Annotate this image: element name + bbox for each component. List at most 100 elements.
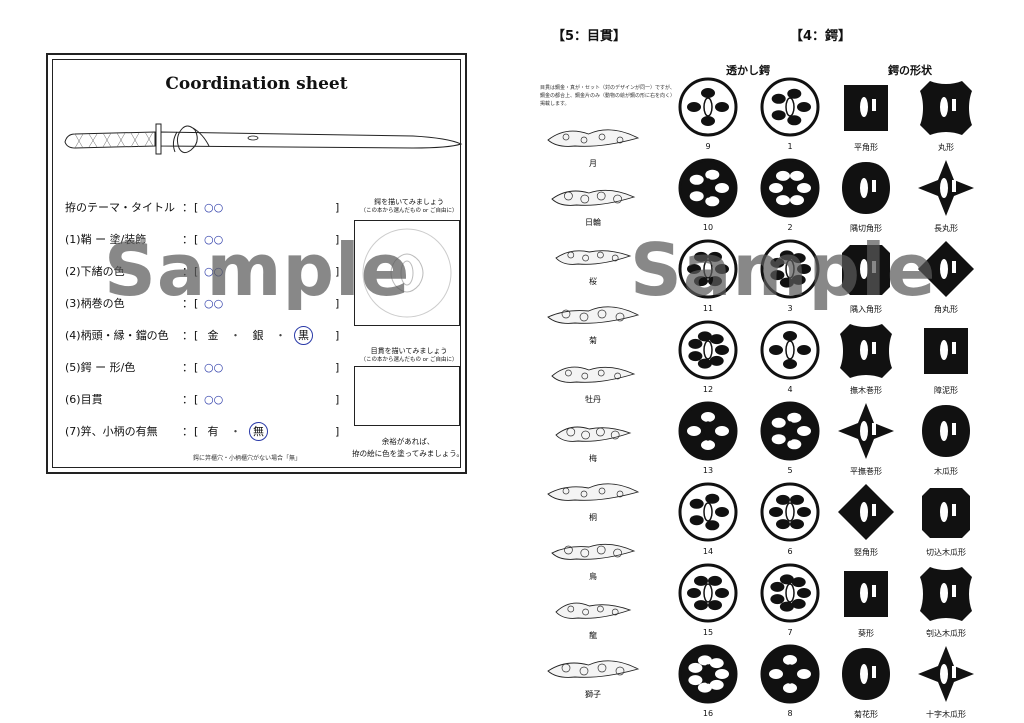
option-silver[interactable]: 銀 — [252, 329, 264, 342]
row-label: (6)目貫 — [65, 393, 103, 406]
sukashi-tsuba-item[interactable]: 10 — [676, 158, 740, 232]
menuki-illustration — [555, 602, 632, 619]
menuki-item[interactable]: 龍 — [538, 590, 648, 641]
row-value[interactable]: ○○ — [204, 232, 224, 246]
row-label: (2)下緒の色 — [65, 265, 125, 278]
tsuba-shape-label: 隅入角形 — [850, 305, 882, 314]
menuki-illustration — [551, 366, 636, 383]
row-colon: ： — [182, 425, 193, 438]
sukashi-tsuba-item[interactable]: 15 — [676, 563, 740, 637]
row-value[interactable]: ○○ — [204, 296, 224, 310]
row-close-bracket: ] — [335, 232, 340, 246]
row-colon: ： — [182, 201, 193, 214]
sukashi-tsuba-item[interactable]: 9 — [676, 77, 740, 151]
row-label: 拵のテーマ・タイトル — [65, 201, 175, 214]
sukashi-tsuba-item[interactable]: 4 — [758, 320, 822, 394]
menuki-item[interactable]: 獅子 — [538, 649, 648, 700]
menuki-box-caption: 目貫を描いてみましょう （この本から選んだもの or ご自由に） — [353, 347, 465, 365]
row-close-bracket: ] — [335, 296, 340, 310]
row-colon: ： — [182, 233, 193, 246]
sukashi-tsuba-item[interactable]: 16 — [676, 644, 740, 718]
tsuba-drawing-area[interactable] — [354, 220, 460, 326]
row-close-bracket: ] — [335, 424, 340, 438]
row-value[interactable]: ○○ — [204, 360, 224, 374]
menuki-item[interactable]: 桐 — [538, 472, 648, 523]
sukashi-tsuba-number: 15 — [702, 628, 714, 637]
tsuba-shape-item[interactable]: 切込木瓜形 — [914, 482, 978, 558]
tsuba-shape-item[interactable]: 隅切角形 — [834, 158, 898, 234]
tsuba-shape-item[interactable]: 撫木巻形 — [834, 320, 898, 396]
tsuba-shape-illustration — [918, 160, 974, 216]
sukashi-tsuba-illustration — [760, 401, 820, 461]
closing-note: 余裕があれば、 拵の絵に色を塗ってみましょう。 — [351, 436, 465, 460]
tsuba-shape-item[interactable]: 十字木瓜形 — [914, 644, 978, 720]
menuki-illustration — [551, 189, 636, 206]
row-value[interactable]: ○○ — [204, 264, 224, 278]
tsuba-shape-illustration — [920, 81, 972, 135]
sukashi-tsuba-number: 5 — [787, 466, 793, 475]
menuki-illustration — [551, 543, 636, 560]
option-gold[interactable]: 金 — [207, 329, 219, 342]
tsuba-shape-item[interactable]: 平撫巻形 — [834, 401, 898, 477]
sukashi-tsuba-item[interactable]: 1 — [758, 77, 822, 151]
sukashi-tsuba-item[interactable]: 2 — [758, 158, 822, 232]
tsuba-shape-item[interactable]: 竪角形 — [834, 482, 898, 558]
tsuba-shape-label: 角丸形 — [934, 305, 958, 314]
option-black-selected[interactable]: 黒 — [294, 325, 313, 345]
sukashi-tsuba-item[interactable]: 3 — [758, 239, 822, 313]
option-separator: ・ — [275, 329, 286, 342]
sukashi-tsuba-item[interactable]: 7 — [758, 563, 822, 637]
tsuba-shape-label: 隅切角形 — [850, 224, 882, 233]
option-no-selected[interactable]: 無 — [249, 421, 268, 441]
sukashi-tsuba-item[interactable]: 14 — [676, 482, 740, 556]
row-close-bracket: ] — [335, 392, 340, 406]
menuki-item[interactable]: 日輪 — [538, 177, 648, 228]
row-colon: ： — [182, 265, 193, 278]
sukashi-tsuba-item[interactable]: 13 — [676, 401, 740, 475]
menuki-drawing-area[interactable] — [354, 366, 460, 426]
sukashi-tsuba-illustration — [678, 320, 738, 380]
sukashi-tsuba-item[interactable]: 12 — [676, 320, 740, 394]
tsuba-shape-item[interactable]: 隅入角形 — [834, 239, 898, 315]
sukashi-tsuba-number: 1 — [787, 142, 793, 151]
menuki-item[interactable]: 月 — [538, 118, 648, 169]
tsuba-shape-item[interactable]: 木瓜形 — [914, 401, 978, 477]
menuki-label: 菊 — [589, 336, 597, 345]
tsuba-shape-illustration — [842, 162, 890, 214]
row-value[interactable]: ○○ — [204, 392, 224, 406]
sukashi-tsuba-item[interactable]: 11 — [676, 239, 740, 313]
sukashi-tsuba-illustration — [760, 644, 820, 704]
menuki-item[interactable]: 牡丹 — [538, 354, 648, 405]
menuki-item[interactable]: 梅 — [538, 413, 648, 464]
row-value[interactable]: ○○ — [204, 200, 224, 214]
tsuba-shape-item[interactable]: 刳込木瓜形 — [914, 563, 978, 639]
tsuba-shape-label: 撫木巻形 — [850, 386, 882, 395]
tsuba-shape-item[interactable]: 長丸形 — [914, 158, 978, 234]
tsuba-shape-item[interactable]: 障泥形 — [914, 320, 978, 396]
tsuba-shape-item[interactable]: 丸形 — [914, 77, 978, 153]
option-yes[interactable]: 有 — [207, 425, 219, 438]
tsuba-shape-label: 木瓜形 — [934, 467, 958, 476]
menuki-note: 目貫は鋼金・真が・セット（対のデザインが同一）ですが、鋼金の都合上、鋼金片のみ（… — [540, 85, 676, 107]
tsuba-shape-item[interactable]: 葵形 — [834, 563, 898, 639]
tsuba-shape-heading: 鍔の形状 — [888, 64, 932, 77]
sukashi-tsuba-illustration — [760, 239, 820, 299]
sukashi-tsuba-item[interactable]: 8 — [758, 644, 822, 718]
sukashi-tsuba-item[interactable]: 6 — [758, 482, 822, 556]
menuki-label: 獅子 — [585, 690, 601, 699]
sukashi-tsuba-illustration — [678, 158, 738, 218]
tsuba-shape-item[interactable]: 菊花形 — [834, 644, 898, 720]
menuki-label: 梅 — [589, 454, 597, 463]
tsuba-shape-item[interactable]: 角丸形 — [914, 239, 978, 315]
form-row-theme: 拵のテーマ・タイトル ： [ ○○ ] — [65, 197, 355, 217]
tsuba-shape-item[interactable]: 平角形 — [834, 77, 898, 153]
tsuba-shape-label: 刳込木瓜形 — [926, 629, 966, 638]
tsuba-shape-illustration — [922, 488, 970, 538]
menuki-item[interactable]: 鳥 — [538, 531, 648, 582]
menuki-label: 日輪 — [585, 218, 601, 227]
sheet-title: Coordination sheet — [165, 74, 348, 94]
tsuba-shape-label: 平撫巻形 — [850, 467, 882, 476]
menuki-item[interactable]: 菊 — [538, 295, 648, 346]
menuki-item[interactable]: 桜 — [538, 236, 648, 287]
sukashi-tsuba-item[interactable]: 5 — [758, 401, 822, 475]
